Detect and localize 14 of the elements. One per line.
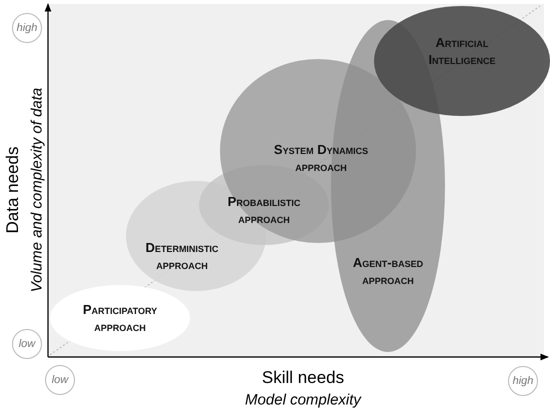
axis-subtitle: Model complexity [245, 392, 361, 408]
approach-label: System Dynamics approach [272, 141, 370, 175]
approach-label: Artificial Intelligence [427, 34, 497, 68]
scale-marker: high [12, 13, 42, 43]
axis-title: Data needs [3, 146, 23, 234]
approach-label: Probabilistic approach [226, 193, 302, 227]
axis-subtitle: Volume and complexity of data [28, 88, 46, 292]
approach-label: Participatory approach [82, 301, 158, 335]
axis-title: Skill needs [262, 368, 344, 388]
scale-marker: low [12, 329, 42, 359]
scale-marker: low [45, 365, 75, 395]
approach-label: Deterministic approach [144, 239, 220, 273]
scale-marker: high [508, 366, 538, 396]
approach-label: Agent-based approach [352, 254, 424, 288]
